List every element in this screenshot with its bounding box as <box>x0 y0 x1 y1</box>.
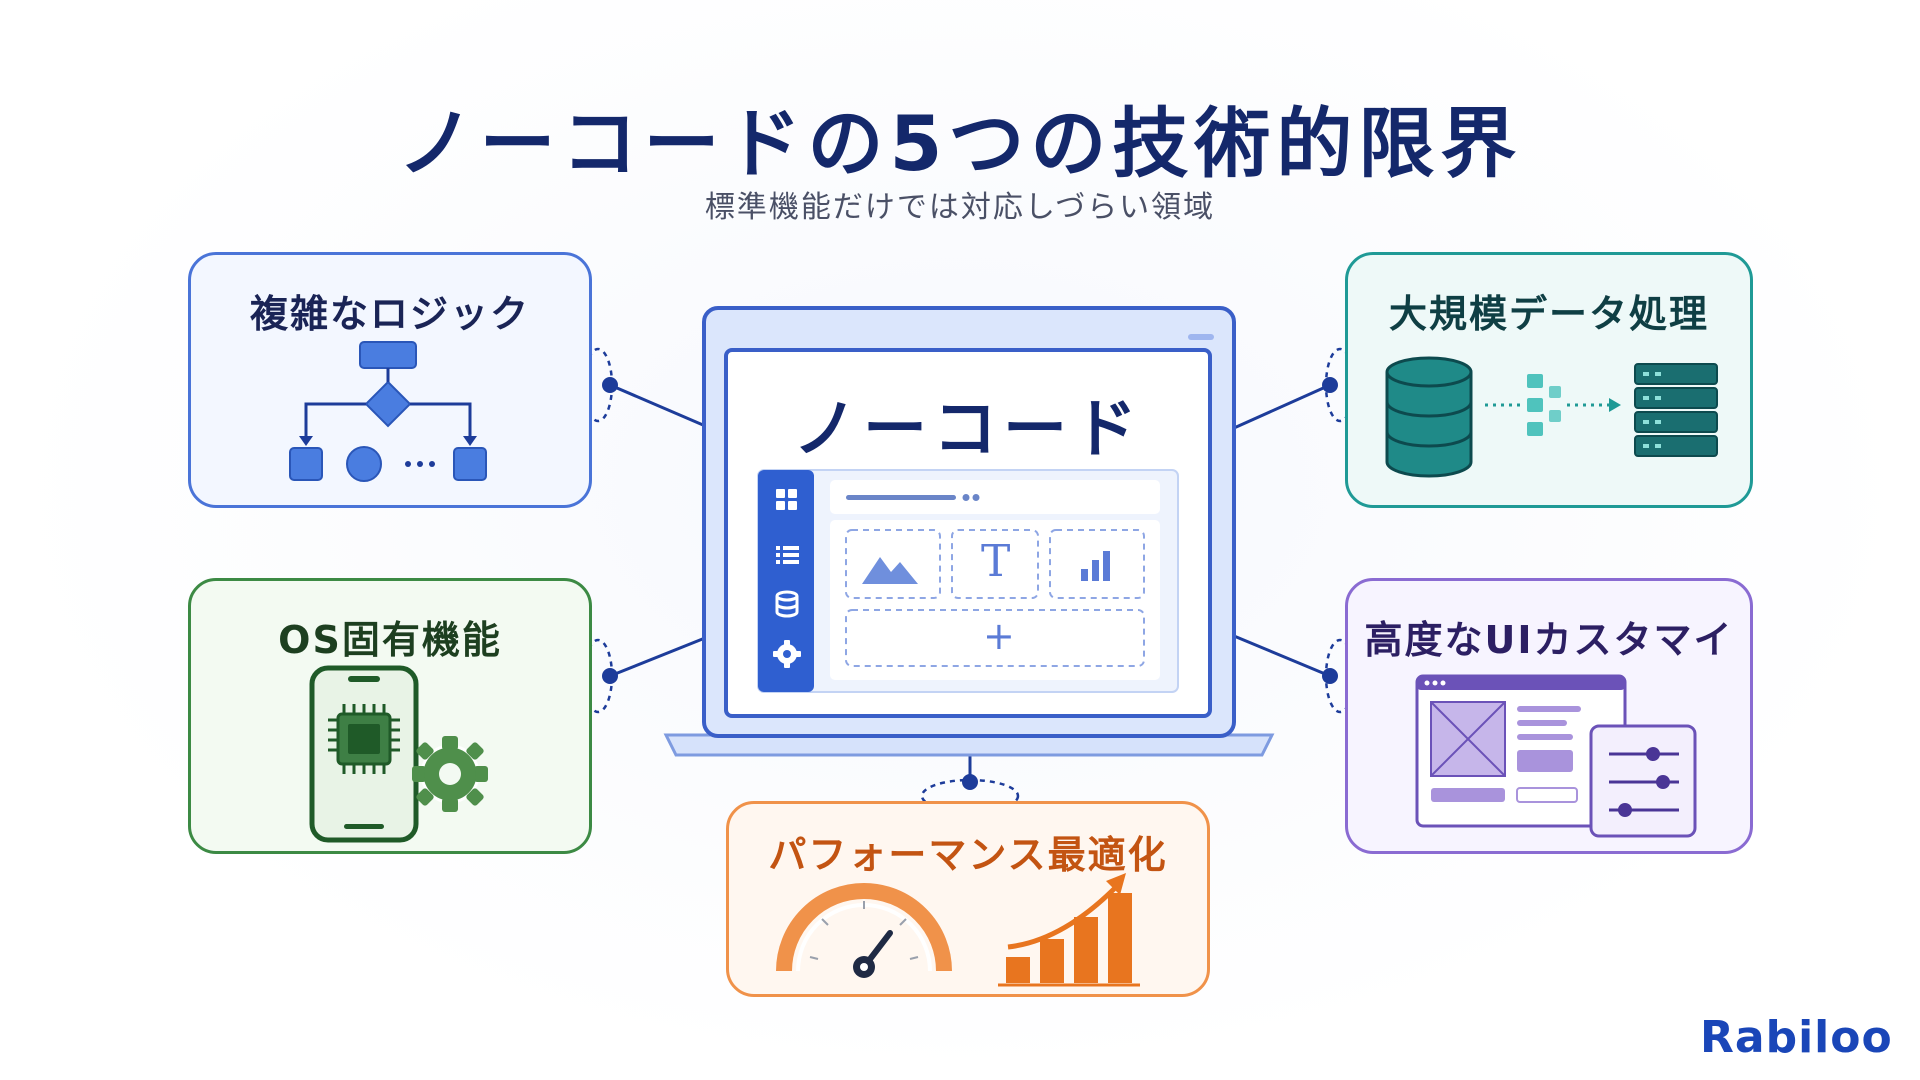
page-subtitle: 標準機能だけでは対応しづらい領域 <box>704 190 1216 225</box>
gear-icon <box>773 640 801 668</box>
card-title: 大規模データ処理 <box>1388 292 1709 336</box>
text-tool-icon: T <box>981 536 1011 587</box>
database-icon <box>775 590 799 618</box>
page-title: ノーコードの5つの技術的限界 <box>397 99 1523 188</box>
brand-logo: Rabiloo <box>1700 1012 1893 1063</box>
connector-dot <box>602 377 618 393</box>
grid-icon <box>776 489 797 510</box>
card-title: パフォーマンス最適化 <box>768 833 1168 877</box>
card-ui-customization: 高度なUIカスタマイズ <box>1345 578 1753 854</box>
card-title: OS固有機能 <box>278 618 502 662</box>
card-title: 複雑なロジック <box>249 292 530 336</box>
center-title: ノーコード <box>793 393 1143 467</box>
bar-chart-icon <box>1081 551 1110 581</box>
connector-dot <box>1322 668 1338 684</box>
database-to-server-icon <box>1385 356 1718 478</box>
smartphone-chip-gear-icon <box>309 665 488 843</box>
card-complex-logic: 複雑なロジック <box>188 252 592 508</box>
speedometer-growth-chart-icon <box>776 873 1140 987</box>
connector-dot <box>1322 377 1338 393</box>
card-large-data: 大規模データ処理 <box>1345 252 1753 508</box>
image-icon <box>862 557 918 584</box>
card-performance: パフォーマンス最適化 <box>726 801 1210 997</box>
wireframe-sliders-icon <box>1415 674 1697 838</box>
add-block-icon: + <box>983 614 1015 658</box>
connector-dot <box>962 774 978 790</box>
card-os-specific: OS固有機能 <box>188 578 592 854</box>
connector-dot <box>602 668 618 684</box>
list-icon <box>776 546 799 564</box>
flowchart-icon <box>289 341 487 482</box>
